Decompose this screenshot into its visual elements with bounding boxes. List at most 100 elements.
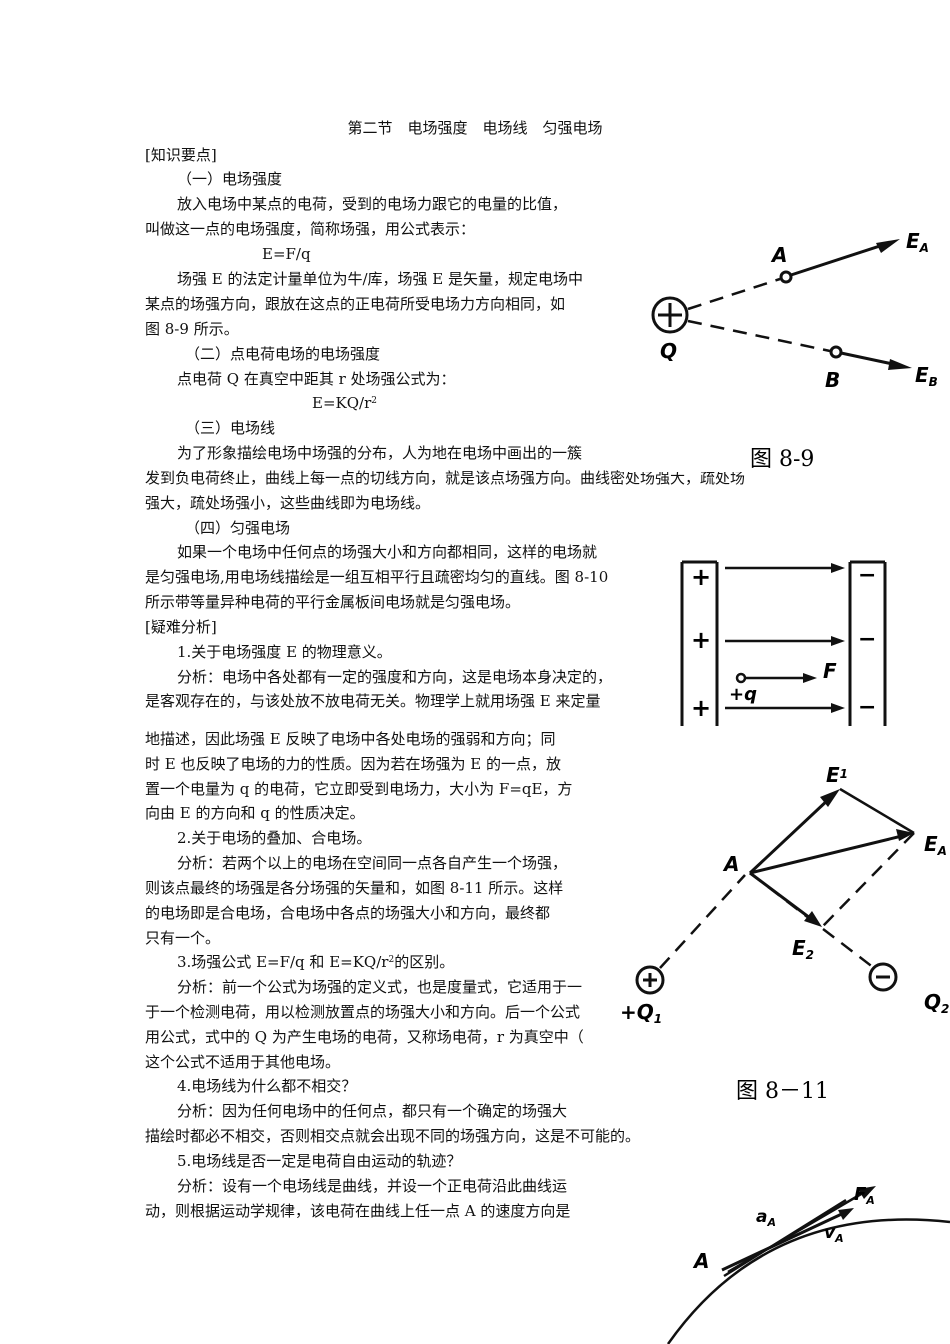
label-ea: EA [924,832,947,858]
vector-e2-arrow [804,911,822,927]
minus-sign: − [858,627,876,652]
dashed-line-to-a [687,277,781,311]
text-line: 于一个检测电荷，用以检测放置点的场强大小和方向。后一个公式 [145,1003,581,1021]
text-line: 如果一个电场中任何点的场强大小和方向都相同，这样的电场就 [177,543,598,561]
point-a-marker [779,270,793,284]
label-ea-sub: A [919,241,929,255]
formula-exponent: 2 [388,955,395,965]
label-e1-sub: 1 [840,767,848,781]
label-e2-main: E [792,936,806,960]
field-line-middle-arrow [831,636,845,646]
label-fa-sub: A [865,1194,875,1207]
text-line: 某点的场强方向，跟放在这点的正电荷所受电场力方向相同，如 [145,295,566,313]
label-e2: E2 [792,936,814,962]
field-line-bottom-arrow [831,703,845,713]
parallelogram-side-lower [821,832,915,928]
text-line: 这个公式不适用于其他电场。 [145,1053,341,1071]
section-heading: [知识要点] [145,146,217,164]
label-eb-sub: B [929,375,938,389]
subheading: （三）电场线 [185,419,276,437]
label-e1-main: E [826,763,840,787]
vector-eb-arrowhead [888,359,912,370]
question: 4.电场线为什么都不相交？ [177,1077,357,1095]
label-e1: E1 [826,763,848,787]
text-line: 是客观存在的，与该处放不放电荷无关。物理学上就用场强 E 来定量 [145,692,601,710]
label-va-sub: A [834,1232,844,1245]
figure-8-10-drawing: + + + − − − F +q [680,560,887,726]
force-vector-arrow [858,1186,876,1199]
subheading: （一）电场强度 [177,170,283,188]
formula-exponent: 2 [371,396,377,406]
question: 2.关于电场的叠加、合电场。 [177,829,372,847]
text-line: 所示带等量异种电荷的平行金属板间电场就是匀强电场。 [145,593,521,611]
label-ea-main: E [906,229,920,253]
label-e2-sub: 2 [806,948,814,962]
text-line: 时 E 也反映了电场的力的性质。因为若在场强为 E 的一点，放 [145,755,561,773]
velocity-vector-arrow [838,1208,854,1220]
point-b-marker [829,345,843,359]
question-text: 3.场强公式 E=F/q 和 E=KQ/r [177,953,389,971]
positive-charge-circle [651,296,689,334]
text-line: 是匀强电场,用电场线描绘是一组互相平行且疏密均匀的直线。图 8-10 [145,568,609,586]
force-vector-arrow [803,673,817,683]
text-line: 场强 E 的法定计量单位为牛/库，场强 E 是矢量，规定电场中 [177,270,584,288]
formula: E=F/q [262,245,311,263]
text-line: 分析：电场中各处都有一定的强度和方向，这是电场本身决定的， [177,668,613,686]
label-va: vA [824,1223,844,1245]
vector-e2-line [749,871,815,923]
label-ea-main: E [924,832,938,856]
dashed-line-q1-a [659,874,746,969]
velocity-vector-line [721,1210,847,1272]
minus-sign: − [858,563,876,588]
field-line-top-arrow [831,563,845,573]
label-a: A [692,1249,709,1273]
parallelogram-side-upper [839,787,915,835]
charge-q2-circle [868,962,898,992]
formula-text: E=KQ/r [312,394,372,412]
label-q: Q [660,339,677,363]
text-line: 放入电场中某点的电荷，受到的电场力跟它的电量的比值， [177,195,568,213]
vector-ea-line [749,833,907,875]
text-line: 向由 E 的方向和 q 的性质决定。 [145,804,365,822]
plus-sign: + [691,626,711,654]
question: 1.关于电场强度 E 的物理意义。 [177,643,392,661]
text-line: 置一个电量为 q 的电荷，它立即受到电场力，大小为 F=qE，方 [145,780,573,798]
vector-e1-arrow [820,789,840,807]
label-eb-main: E [915,363,929,387]
label-q2-sub: 2 [941,1002,949,1016]
charge-q1-circle [635,965,665,995]
label-b: B [825,368,840,392]
text-line: 的电场即是合电场，合电场中各点的场强大小和方向，最终都 [145,904,551,922]
text-line: 描绘时都必不相交，否则相交点就会出现不同的场强方向，这是不可能的。 [145,1127,641,1145]
label-ea: EA [906,229,929,255]
text-line: 地描述，因此场强 E 反映了电场中各处电场的强弱和方向；同 [145,730,556,748]
text-line: 只有一个。 [145,929,221,947]
figure-curved-field-line: A aA vA FA [618,1172,950,1344]
label-q1: +Q1 [620,1000,662,1026]
figure-8-10: + + + − − − F +q [645,548,950,726]
section-heading: [疑难分析] [145,618,217,636]
dashed-line-to-b [687,319,831,353]
plus-sign: + [691,694,711,722]
text-line: 则该点最终的场强是各分场强的矢量和，如图 8-11 所示。这样 [145,879,564,897]
question-text-end: 的区别。 [394,953,455,971]
text-line: 分析：因为任何电场中的任何点，都只有一个确定的场强大 [177,1102,568,1120]
figure-curved-field-line-drawing: A aA vA FA [666,1184,950,1344]
text-line: 点电荷 Q 在真空中距其 r 处场强公式为： [177,370,456,388]
label-q1-sub: 1 [654,1012,662,1026]
label-ea-sub: A [937,844,947,858]
test-charge [735,672,747,684]
label-q2: Q2 [924,990,949,1016]
figure-8-11-drawing: A E1 EA E2 +Q1 Q2 图 8－11 [620,763,949,1104]
label-a: A [722,852,739,876]
plus-sign: + [691,563,711,591]
text-line: 为了形象描绘电场中场强的分布，人为地在电场中画出的一簇 [177,444,583,462]
text-line: 用公式，式中的 Q 为产生电场的电荷，又称场电荷，r 为真空中（ [145,1028,584,1046]
label-va-main: v [824,1223,836,1243]
text-line: 发到负电荷终止，曲线上每一点的切线方向，就是该点场强方向。曲线密处场强大，疏处场 [145,469,746,487]
label-eb: EB [915,363,938,389]
label-q1-main: +Q [620,1000,654,1024]
text-line: 分析：若两个以上的电场在空间同一点各自产生一个场强， [177,854,568,872]
vector-e1-line [748,796,832,875]
label-q: +q [729,684,757,705]
